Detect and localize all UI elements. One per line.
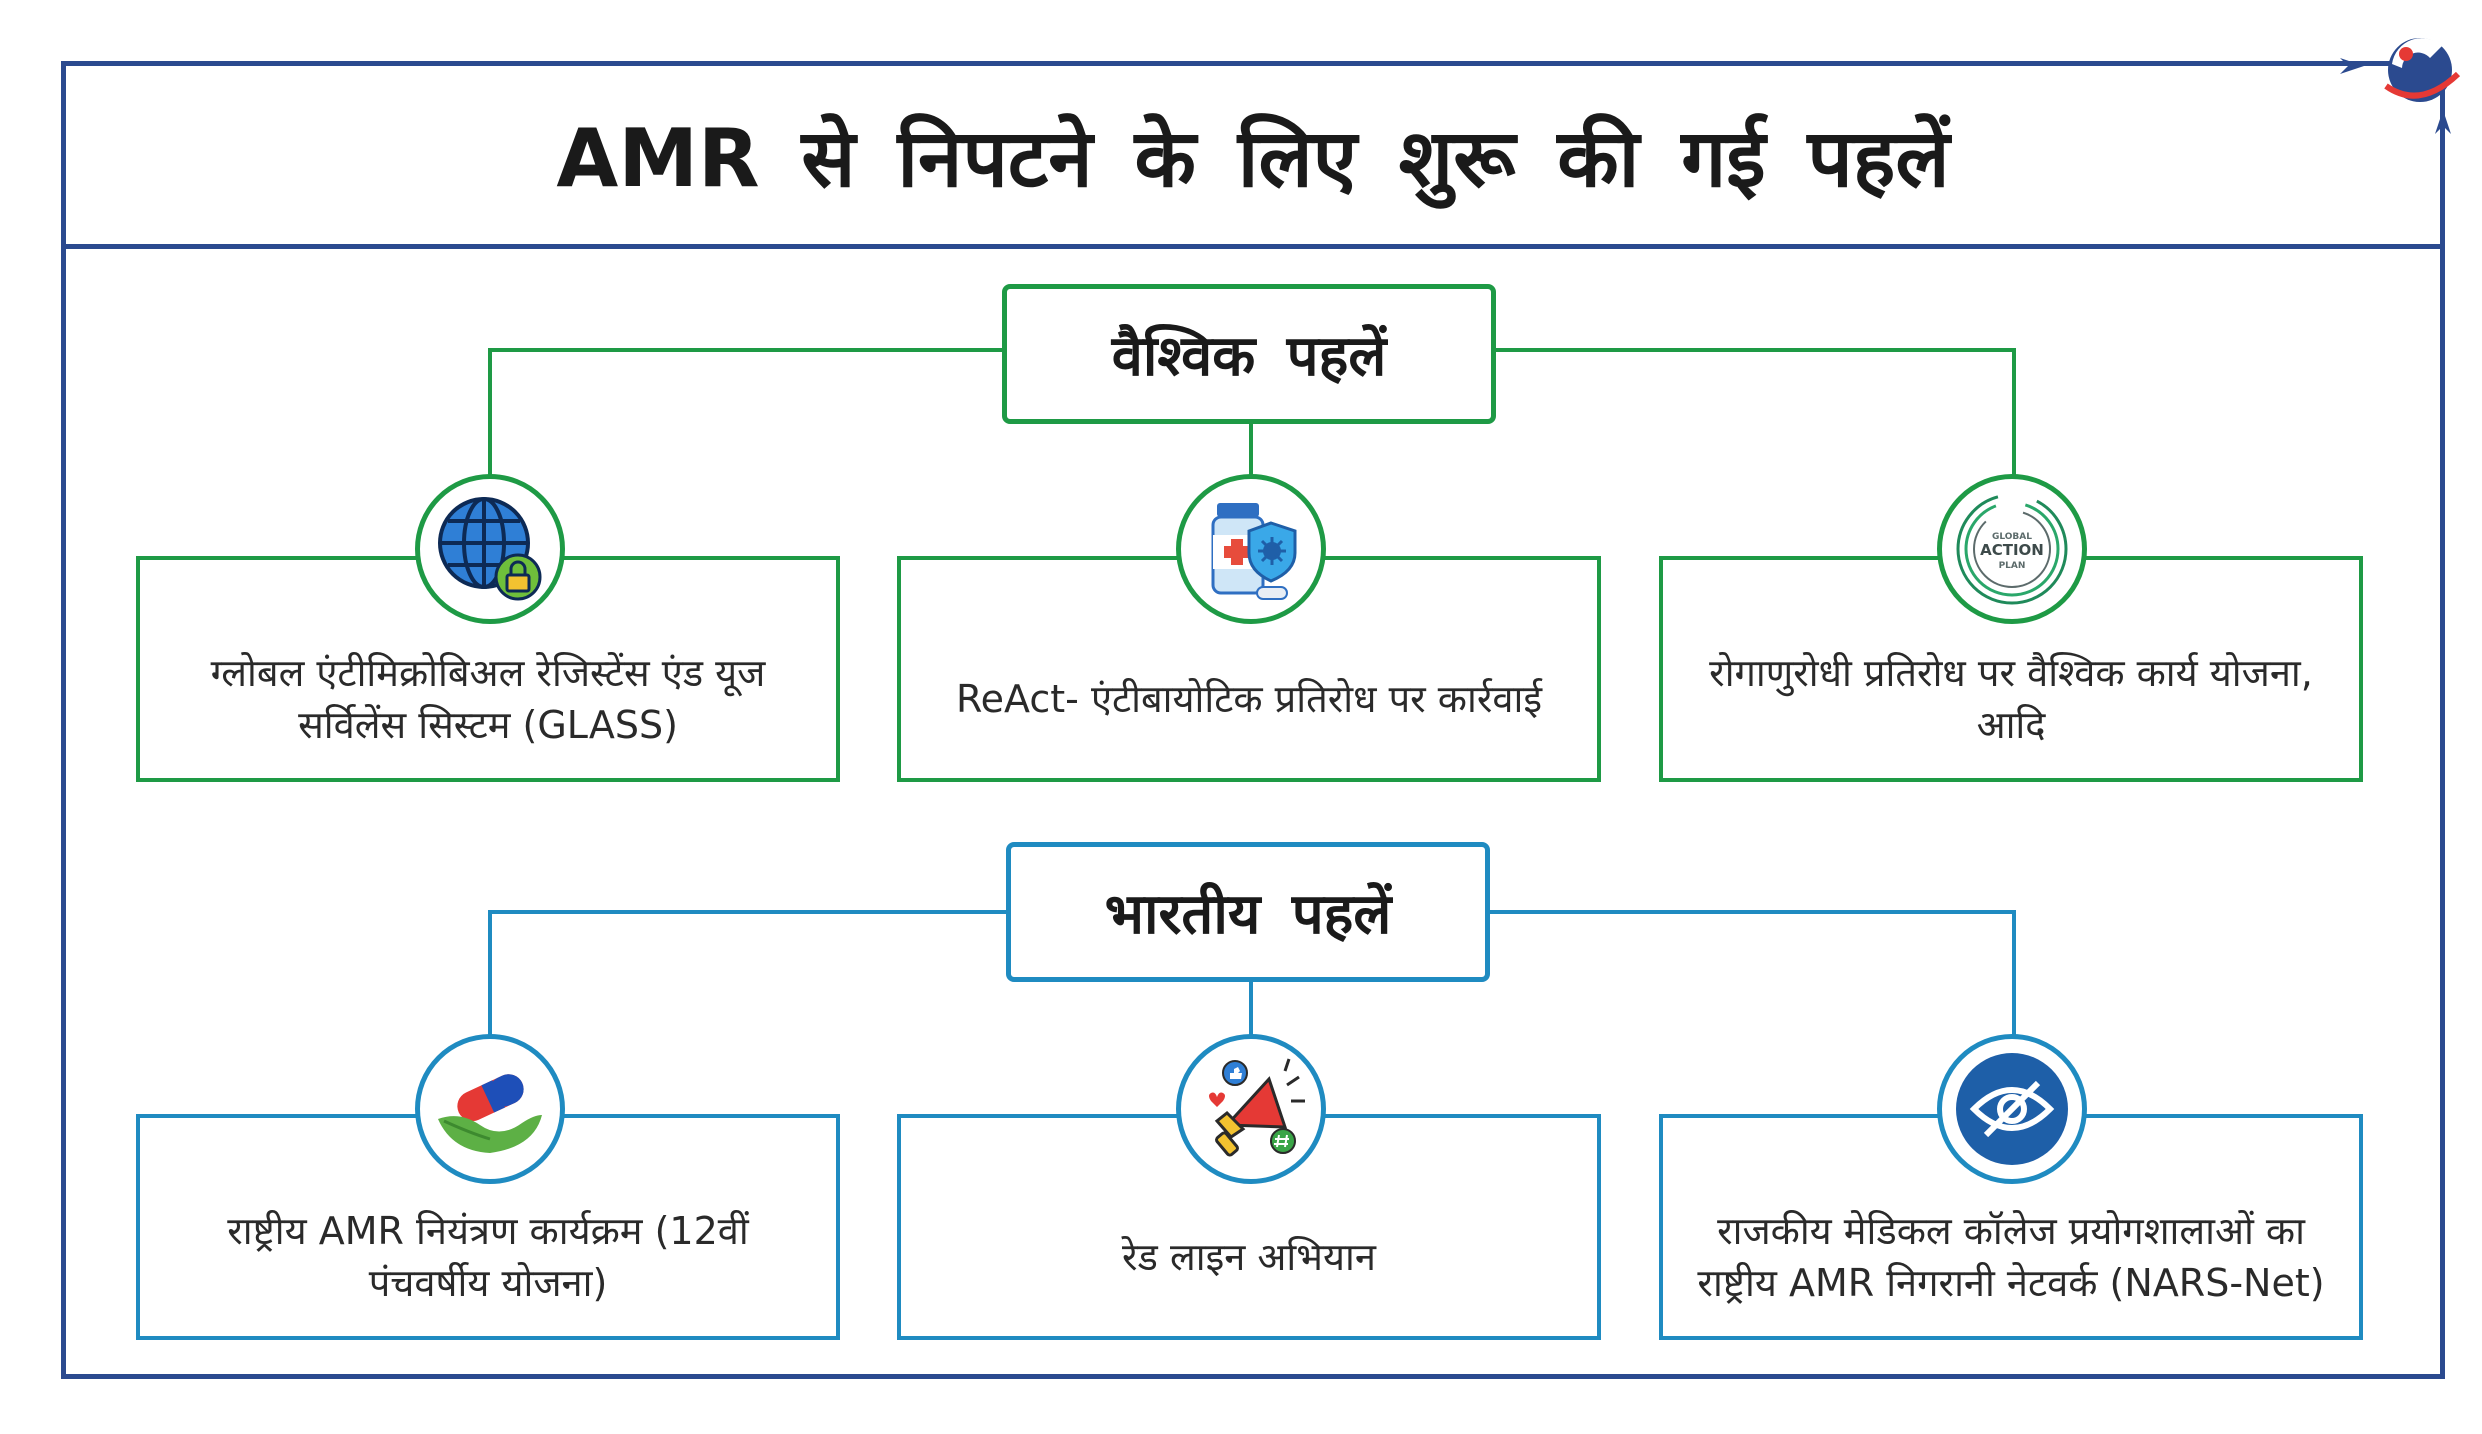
logo-text-global: GLOBAL	[1992, 532, 2032, 542]
capsule-hand-icon	[438, 1074, 542, 1153]
global-icon-circle-3: GLOBAL ACTION PLAN	[1937, 474, 2087, 624]
globe-lock-icon	[438, 497, 542, 601]
india-connector-left-h	[488, 910, 1008, 914]
global-card-action-plan-text: रोगाणुरोधी प्रतिरोध पर वैश्विक कार्य योज…	[1709, 650, 2313, 747]
india-card-amr-program-text: राष्ट्रीय AMR नियंत्रण कार्यक्रम (12वीं …	[227, 1208, 749, 1305]
india-initiatives-label: भारतीय पहलें	[1104, 882, 1392, 947]
global-connector-left-v	[488, 348, 492, 478]
global-initiatives-label: वैश्विक पहलें	[1111, 324, 1387, 389]
global-action-plan-logo: GLOBAL ACTION PLAN	[1956, 493, 2068, 605]
global-initiatives-box: वैश्विक पहलें	[1002, 284, 1496, 424]
medicine-bottle-icon	[1211, 503, 1297, 600]
page-title: AMR से निपटने के लिए शुरू की गई पहलें	[556, 111, 1950, 205]
global-connector-left-h	[488, 348, 1004, 352]
logo-text-plan: PLAN	[1999, 561, 2026, 571]
global-card-react: ReAct- एंटीबायोटिक प्रतिरोध पर कार्रवाई	[897, 556, 1601, 782]
india-icon-circle-1	[415, 1034, 565, 1184]
eye-surveillance-icon	[1956, 1053, 2068, 1165]
frame-arrow-top	[2340, 58, 2364, 74]
india-card-red-line: रेड लाइन अभियान	[897, 1114, 1601, 1340]
india-connector-right-h	[1488, 910, 2016, 914]
india-initiatives-box: भारतीय पहलें	[1006, 842, 1490, 982]
logo-text-action: ACTION	[1980, 541, 2044, 559]
india-icon-circle-3	[1937, 1034, 2087, 1184]
global-card-glass: ग्लोबल एंटीमिक्रोबिअल रेजिस्टेंस एंड यूज…	[136, 556, 840, 782]
india-icon-circle-2	[1176, 1034, 1326, 1184]
megaphone-icon	[1209, 1058, 1305, 1157]
global-card-react-text: ReAct- एंटीबायोटिक प्रतिरोध पर कार्रवाई	[955, 676, 1543, 721]
india-connector-left-v	[488, 910, 492, 1040]
global-card-glass-text: ग्लोबल एंटीमिक्रोबिअल रेजिस्टेंस एंड यूज…	[210, 650, 766, 747]
global-icon-circle-1	[415, 474, 565, 624]
frame-arrow-right	[2435, 110, 2451, 134]
global-connector-center-v	[1249, 420, 1253, 480]
global-icon-circle-2	[1176, 474, 1326, 624]
title-divider	[61, 244, 2445, 249]
outer-frame	[61, 61, 2445, 1379]
brand-logo-icon	[2384, 38, 2461, 102]
global-card-action-plan: रोगाणुरोधी प्रतिरोध पर वैश्विक कार्य योज…	[1659, 556, 2363, 782]
global-connector-right-h	[1494, 348, 2016, 352]
global-connector-right-v	[2012, 348, 2016, 478]
india-card-nars-net-text: राजकीय मेडिकल कॉलेज प्रयोगशालाओं का राष्…	[1697, 1208, 2325, 1305]
india-connector-center-v	[1249, 980, 1253, 1040]
india-connector-right-v	[2012, 910, 2016, 1040]
india-card-red-line-text: रेड लाइन अभियान	[1122, 1234, 1376, 1279]
